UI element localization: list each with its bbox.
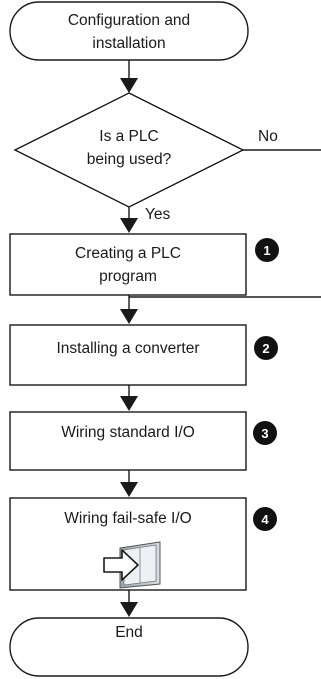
start-label-line1: Configuration and <box>68 12 190 29</box>
end-terminal <box>9 617 249 677</box>
step-2-number: 2 <box>262 341 269 356</box>
yes-label: Yes <box>145 206 171 223</box>
step-2-label: Installing a converter <box>56 340 199 357</box>
end-label: End <box>115 624 143 641</box>
step-box-3 <box>9 411 247 471</box>
no-label: No <box>258 128 278 145</box>
arrowhead-step1-step2 <box>120 309 138 324</box>
step-1-label-line2: program <box>99 268 157 285</box>
arrowhead-decision-step1 <box>120 218 138 233</box>
arrowhead-step2-step3 <box>120 396 138 411</box>
step-1-number: 1 <box>263 243 270 258</box>
arrowhead-step4-end <box>120 602 138 617</box>
step-4-number: 4 <box>261 512 269 527</box>
arrowhead-step3-step4 <box>120 482 138 497</box>
step-2-number-badge <box>254 336 278 360</box>
step-3-number-badge <box>253 421 277 445</box>
decision-diamond <box>13 92 245 208</box>
step-3-label: Wiring standard I/O <box>61 424 195 441</box>
step-1-number-badge <box>255 238 279 262</box>
step-box-1 <box>9 233 247 296</box>
step-4-number-badge <box>253 507 277 531</box>
step-3-number: 3 <box>261 426 268 441</box>
decision-label-line1: Is a PLC <box>99 128 158 145</box>
manual-reference-icon <box>103 541 161 589</box>
step-1-label-line1: Creating a PLC <box>75 245 181 262</box>
start-label-line2: installation <box>92 35 165 52</box>
step-box-2 <box>9 324 247 386</box>
arrowhead-start-decision <box>120 78 138 93</box>
decision-label-line2: being used? <box>87 151 172 168</box>
step-4-label: Wiring fail-safe I/O <box>64 510 191 527</box>
